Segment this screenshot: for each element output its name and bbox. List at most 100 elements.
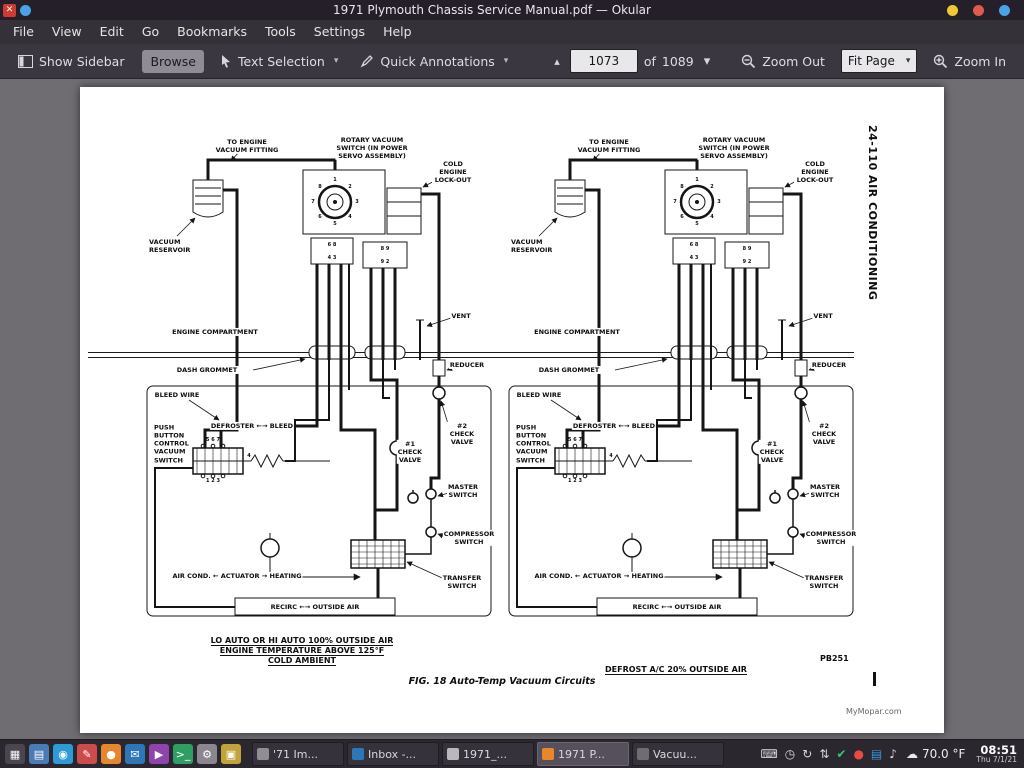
network-icon[interactable]: ⇅ bbox=[819, 748, 829, 760]
diagram-label: VACUUM RESERVOIR bbox=[510, 238, 553, 254]
menu-view[interactable]: View bbox=[43, 20, 91, 44]
volume-icon[interactable]: ♪ bbox=[889, 748, 897, 760]
settings-icon[interactable]: ⚙ bbox=[197, 744, 217, 764]
caption-line: DEFROST A/C 20% OUTSIDE AIR bbox=[605, 665, 747, 675]
applications-menu-icon[interactable]: ▦ bbox=[5, 744, 25, 764]
diagram-label: 3 bbox=[355, 199, 358, 205]
diagram-label: COMPRESSOR SWITCH bbox=[443, 530, 496, 546]
menubar: FileViewEditGoBookmarksToolsSettingsHelp bbox=[0, 20, 1024, 44]
show-sidebar-label: Show Sidebar bbox=[39, 54, 124, 69]
toolbar: Show Sidebar Browse Text Selection ▾ Qui… bbox=[0, 44, 1024, 79]
close-button[interactable] bbox=[999, 5, 1010, 16]
diagram-label: 1 2 3 bbox=[206, 478, 220, 484]
diagram-label: ROTARY VACUUM SWITCH (IN POWER SERVO ASS… bbox=[697, 136, 770, 160]
file-manager-icon[interactable]: ▤ bbox=[29, 744, 49, 764]
maximize-button[interactable] bbox=[973, 5, 984, 16]
window-button-title: '71 Im... bbox=[273, 748, 318, 761]
diagram-label: 4 bbox=[609, 453, 612, 459]
diagram-label: REDUCER bbox=[811, 361, 847, 369]
minimize-button[interactable] bbox=[947, 5, 958, 16]
clock-applet-icon[interactable]: ◷ bbox=[785, 748, 795, 760]
diagram-label: #1 CHECK VALVE bbox=[397, 440, 423, 464]
notes-icon[interactable]: ▤ bbox=[871, 748, 882, 760]
quick-annotations-label: Quick Annotations bbox=[380, 54, 494, 69]
menu-settings[interactable]: Settings bbox=[305, 20, 374, 44]
show-sidebar-button[interactable]: Show Sidebar bbox=[10, 50, 132, 73]
clock-widget[interactable]: 08:51 Thu 7/1/21 bbox=[976, 744, 1017, 764]
zoom-controls: Zoom Out Fit Page ▾ Zoom In bbox=[733, 49, 1014, 73]
diagram-label: 6 bbox=[318, 214, 321, 220]
menu-help[interactable]: Help bbox=[374, 20, 421, 44]
diagram-label: TO ENGINE VACUUM FITTING bbox=[215, 138, 280, 154]
text-selection-label: Text Selection bbox=[238, 54, 325, 69]
keyboard-layout-icon[interactable]: ⌨ bbox=[760, 748, 777, 760]
diagram-label: PUSH BUTTON CONTROL VACUUM SWITCH bbox=[515, 424, 552, 465]
mail-client-icon[interactable]: ✉ bbox=[125, 744, 145, 764]
chevron-down-icon: ▾ bbox=[334, 56, 339, 66]
window-button-title: Inbox -... bbox=[368, 748, 416, 761]
diagram-label: 6 bbox=[680, 214, 683, 220]
menu-file[interactable]: File bbox=[4, 20, 43, 44]
alert-icon[interactable]: ● bbox=[853, 748, 863, 760]
diagram-label: 9 2 bbox=[381, 259, 390, 265]
next-page-button[interactable]: ▾ bbox=[700, 52, 715, 71]
taskbar-window-1[interactable]: Inbox -... bbox=[347, 742, 439, 766]
caption-line: LO AUTO OR HI AUTO 100% OUTSIDE AIR bbox=[211, 636, 394, 646]
annotation-pen-icon bbox=[360, 54, 374, 68]
diagram-label: BLEED WIRE bbox=[516, 391, 563, 399]
terminal-icon[interactable]: >_ bbox=[173, 744, 193, 764]
page-number-input[interactable] bbox=[570, 49, 638, 73]
page-header-vertical: 24-110 AIR CONDITIONING bbox=[866, 125, 879, 345]
sync-ok-icon[interactable]: ✔ bbox=[836, 748, 846, 760]
window-icon bbox=[637, 748, 649, 760]
updates-icon[interactable]: ↻ bbox=[802, 748, 812, 760]
diagram-label: DASH GROMMET bbox=[176, 366, 239, 374]
zoom-out-label: Zoom Out bbox=[762, 54, 825, 69]
menu-bookmarks[interactable]: Bookmarks bbox=[168, 20, 256, 44]
zoom-mode-select[interactable]: Fit Page ▾ bbox=[841, 49, 917, 73]
web-browser-icon[interactable]: ◉ bbox=[53, 744, 73, 764]
diagram-label: ENGINE COMPARTMENT bbox=[533, 328, 621, 336]
taskbar-window-4[interactable]: Vacuu... bbox=[632, 742, 724, 766]
weather-widget[interactable]: ☁ 70.0 °F bbox=[906, 747, 965, 761]
app-icon[interactable]: ✕ bbox=[3, 4, 16, 17]
browse-label: Browse bbox=[150, 54, 196, 69]
quick-annotations-button[interactable]: Quick Annotations ▾ bbox=[352, 50, 516, 73]
document-viewer[interactable]: TO ENGINE VACUUM FITTING ROTARY VACUUM SW… bbox=[0, 79, 1024, 740]
diagram-label: 4 bbox=[348, 214, 351, 220]
media-player-icon[interactable]: ▶ bbox=[149, 744, 169, 764]
browse-button[interactable]: Browse bbox=[142, 50, 204, 73]
window-icon bbox=[257, 748, 269, 760]
diagram-label: VACUUM RESERVOIR bbox=[148, 238, 191, 254]
diagram-label: BLEED WIRE bbox=[154, 391, 201, 399]
screenshot-tool-icon[interactable]: ▣ bbox=[221, 744, 241, 764]
zoom-in-button[interactable]: Zoom In bbox=[925, 50, 1014, 73]
vacuum-diagram-left: TO ENGINE VACUUM FITTINGROTARY VACUUM SW… bbox=[135, 130, 495, 620]
caption-line: COLD AMBIENT bbox=[268, 656, 336, 666]
system-tray: ⌨ ◷ ↻ ⇅ ✔ ● ▤ ♪ bbox=[760, 748, 897, 760]
diagram-label: REDUCER bbox=[449, 361, 485, 369]
taskbar-window-0[interactable]: '71 Im... bbox=[252, 742, 344, 766]
menu-tools[interactable]: Tools bbox=[256, 20, 305, 44]
taskbar-window-2[interactable]: 1971_... bbox=[442, 742, 534, 766]
right-diagram-caption: DEFROST A/C 20% OUTSIDE AIR bbox=[576, 657, 776, 676]
zoom-out-button[interactable]: Zoom Out bbox=[733, 50, 833, 73]
taskbar-window-3[interactable]: 1971 P... bbox=[537, 742, 629, 766]
window-icon bbox=[352, 748, 364, 760]
menu-edit[interactable]: Edit bbox=[91, 20, 133, 44]
zoom-in-icon bbox=[933, 54, 948, 69]
diagram-label: RECIRC ←→ OUTSIDE AIR bbox=[632, 603, 723, 611]
cursor-icon bbox=[220, 54, 232, 68]
firefox-icon[interactable]: ● bbox=[101, 744, 121, 764]
menu-go[interactable]: Go bbox=[133, 20, 168, 44]
chevron-down-icon: ▾ bbox=[906, 56, 911, 66]
diagram-label: DEFROSTER ←→ BLEED bbox=[572, 422, 656, 430]
diagram-label: ENGINE COMPARTMENT bbox=[171, 328, 259, 336]
diagram-label: 5 6 7 bbox=[206, 437, 220, 443]
titlebar: ✕ 1971 Plymouth Chassis Service Manual.p… bbox=[0, 0, 1024, 20]
diagram-label: 6 8 bbox=[690, 242, 699, 248]
sidebar-icon bbox=[18, 55, 33, 68]
text-editor-icon[interactable]: ✎ bbox=[77, 744, 97, 764]
previous-page-button[interactable]: ▴ bbox=[550, 53, 564, 70]
text-selection-button[interactable]: Text Selection ▾ bbox=[212, 50, 346, 73]
